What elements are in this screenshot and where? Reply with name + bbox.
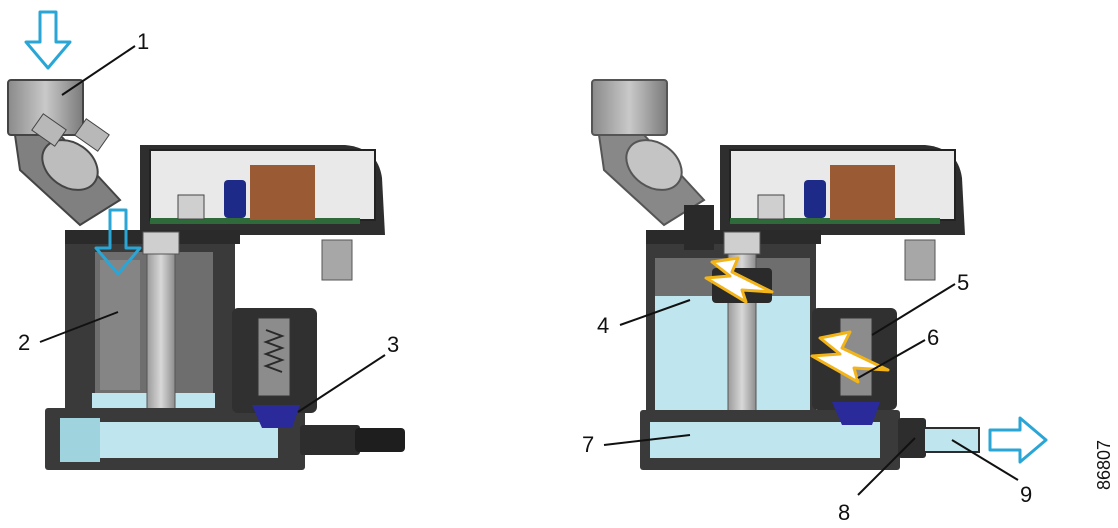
cable-gland (904, 239, 936, 281)
leader-9 (951, 439, 1019, 481)
leader-8 (857, 437, 916, 496)
leader-5 (871, 283, 956, 336)
pcb-board (150, 218, 360, 224)
callout-2: 2 (18, 330, 30, 355)
rod-spring (142, 231, 180, 255)
callout-3: 3 (387, 332, 399, 357)
inlet-elbow (591, 79, 714, 250)
transformer (830, 165, 895, 220)
leader-2 (39, 311, 119, 343)
document-number: 86807 (1094, 440, 1114, 490)
inlet-elbow (7, 79, 122, 227)
valve-spring (263, 329, 285, 373)
callout-9: 9 (1020, 482, 1032, 507)
valve-diaphragm (832, 402, 880, 425)
left-unit: 1 2 3 (7, 10, 405, 470)
callout-6: 6 (927, 325, 939, 350)
callout-5: 5 (957, 270, 969, 295)
transformer (250, 165, 315, 220)
callout-4: 4 (597, 313, 609, 338)
inlet-flow-arrow (24, 10, 72, 70)
right-unit: 4 5 6 7 8 9 (582, 79, 1048, 525)
outlet-flow-arrow (988, 416, 1048, 464)
callout-8: 8 (838, 500, 850, 525)
capacitor (224, 180, 246, 218)
valve-diaphragm (252, 405, 300, 428)
leader-3 (297, 354, 386, 413)
relay (757, 194, 785, 220)
capacitor (804, 180, 826, 218)
leader-6 (857, 339, 926, 379)
leader-4 (619, 299, 691, 326)
reservoir-wall-light (100, 260, 140, 390)
spark-icon-upper (704, 256, 774, 304)
base-water-channel (650, 422, 880, 458)
relay (177, 194, 205, 220)
pcb-board (730, 218, 940, 224)
spark-icon-lower (810, 330, 890, 384)
level-sensor-rod (146, 234, 176, 416)
outlet-hose-barb (355, 428, 405, 452)
base-water-channel (68, 422, 278, 458)
downflow-arrow (94, 208, 142, 276)
outlet-fitting (300, 425, 360, 455)
leader-1 (61, 45, 136, 96)
cable-gland (321, 239, 353, 281)
callout-1: 1 (137, 29, 149, 54)
rod-spring (723, 231, 761, 255)
callout-7: 7 (582, 432, 594, 457)
outlet-pipe (923, 427, 980, 453)
base-water-channel-light (60, 418, 100, 462)
leader-7 (603, 434, 691, 446)
